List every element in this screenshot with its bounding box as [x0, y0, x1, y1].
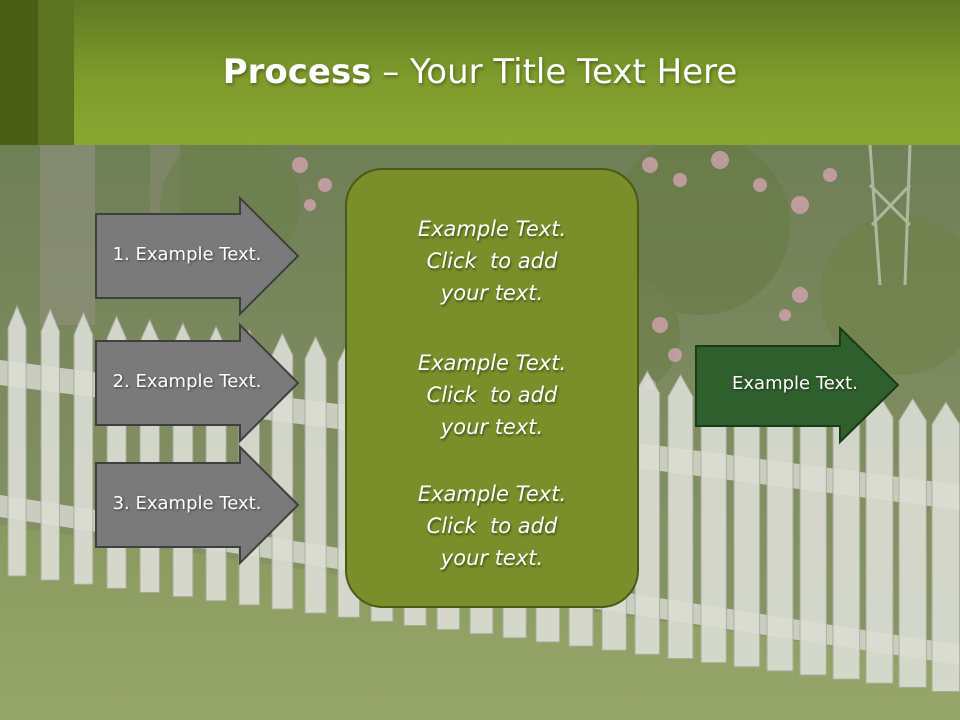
fence-picket	[634, 370, 661, 655]
center-block-3-line-1: Example Text.	[417, 482, 567, 506]
center-block-1-line-1: Example Text.	[417, 217, 567, 241]
left-arrow-1[interactable]	[95, 195, 300, 317]
title-bold: Process	[222, 52, 372, 92]
center-block-1-line-3: your text.	[440, 281, 544, 305]
left-arrow-1-label: 1. Example Text.	[112, 244, 262, 265]
fence-picket	[7, 304, 27, 577]
center-block-1-line-2: Click to add	[426, 249, 558, 273]
fence-picket	[304, 335, 327, 614]
fence-picket	[898, 397, 927, 688]
slide-title[interactable]: Process – Your Title Text Here	[0, 52, 960, 92]
left-arrow-2[interactable]	[95, 322, 300, 444]
center-block-3-line-2: Click to add	[426, 514, 558, 538]
center-text-block-1[interactable]: Example Text. Click to add your text.	[345, 213, 639, 309]
title-bar-accent-dark	[0, 0, 38, 145]
fence-picket	[667, 373, 694, 659]
fence-picket	[73, 311, 94, 585]
center-block-2-line-1: Example Text.	[417, 351, 567, 375]
center-text-block-2[interactable]: Example Text. Click to add your text.	[345, 347, 639, 443]
left-arrow-3[interactable]	[95, 444, 300, 566]
right-arrow[interactable]	[695, 325, 900, 445]
center-block-2-line-2: Click to add	[426, 383, 558, 407]
center-block-2-line-3: your text.	[440, 415, 544, 439]
left-arrow-2-label: 2. Example Text.	[112, 371, 262, 392]
title-rest: – Your Title Text Here	[371, 52, 738, 92]
center-block-3-line-3: your text.	[440, 546, 544, 570]
title-bar-accent-mid	[38, 0, 74, 145]
fence-picket	[40, 307, 60, 581]
center-text-block-3[interactable]: Example Text. Click to add your text.	[345, 478, 639, 574]
left-arrow-3-label: 3. Example Text.	[112, 493, 262, 514]
right-arrow-label: Example Text.	[732, 373, 858, 394]
title-bar: Process – Your Title Text Here	[0, 0, 960, 145]
center-content-box[interactable]	[345, 168, 639, 608]
